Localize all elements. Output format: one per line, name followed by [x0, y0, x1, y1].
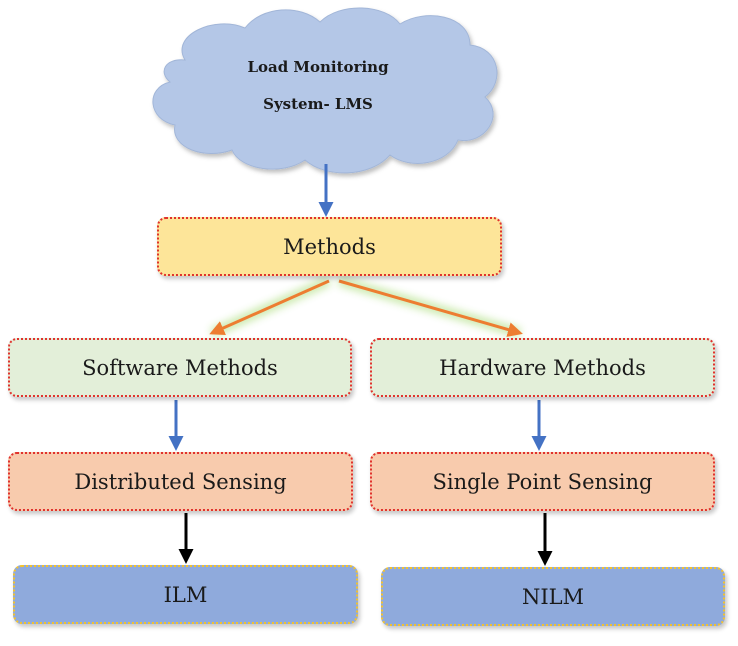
ilm-node: ILM — [13, 565, 358, 624]
hardware-methods-node: Hardware Methods — [370, 338, 715, 397]
ilm-label: ILM — [163, 582, 208, 607]
hardware-methods-label: Hardware Methods — [439, 355, 646, 380]
nilm-node: NILM — [381, 567, 725, 626]
distributed-sensing-node: Distributed Sensing — [8, 452, 353, 511]
single-point-sensing-label: Single Point Sensing — [432, 469, 653, 494]
cloud-shape — [152, 7, 498, 174]
software-methods-node: Software Methods — [8, 338, 352, 397]
arrow-methods-to-software — [209, 276, 332, 338]
cloud-title-line1: Load Monitoring — [247, 58, 389, 76]
single-point-sensing-node: Single Point Sensing — [370, 452, 715, 511]
nilm-label: NILM — [521, 584, 585, 609]
methods-label: Methods — [283, 234, 376, 259]
cloud-title-line2: System- LMS — [263, 95, 373, 113]
software-methods-label: Software Methods — [82, 355, 278, 380]
methods-node: Methods — [157, 217, 502, 276]
distributed-sensing-label: Distributed Sensing — [74, 469, 287, 494]
arrow-methods-to-hardware — [337, 276, 523, 338]
